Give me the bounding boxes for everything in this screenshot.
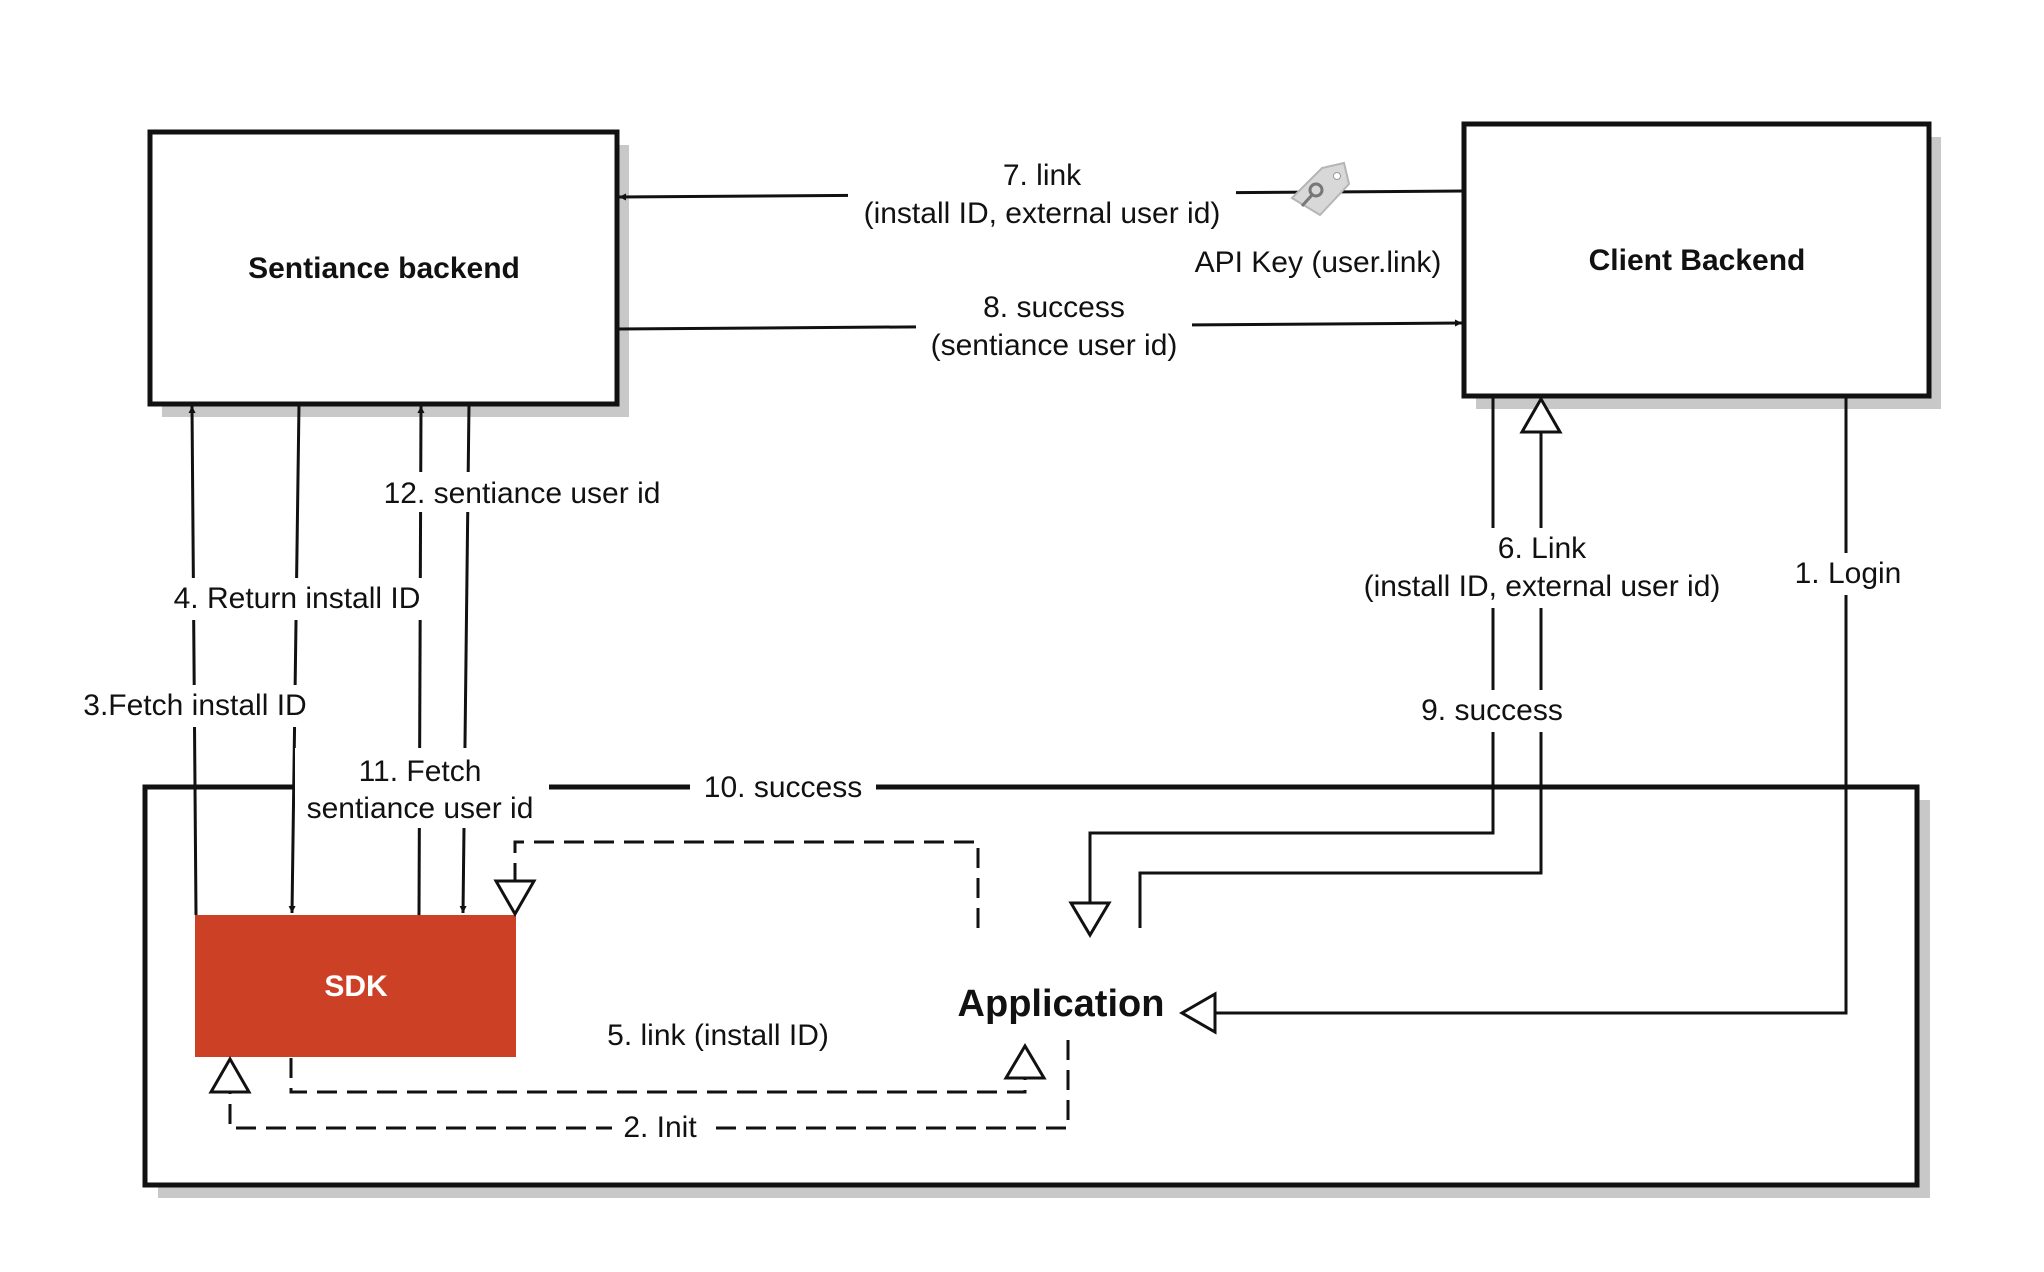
edge-7-label-line2: (install ID, external user id): [864, 197, 1221, 230]
edge-1-login: [1215, 396, 1848, 1015]
application-label: Application: [958, 983, 1165, 1025]
edge-8-label-line2: (sentiance user id): [931, 329, 1178, 362]
client-backend-box[interactable]: Client Backend: [1461, 121, 1941, 409]
edge-6-link: [1138, 432, 1543, 928]
sdk-box[interactable]: SDK: [195, 915, 516, 1057]
sentiance-backend-label: Sentiance backend: [248, 252, 520, 285]
api-key-label: API Key (user.link): [1195, 246, 1442, 279]
hollow-arrow-app-5: [1003, 1043, 1047, 1080]
edge-1-label: 1. Login: [1795, 557, 1902, 590]
edge-9-success: [1088, 396, 1495, 903]
edge-11-label-line2: sentiance user id: [307, 792, 534, 825]
edge-5-link-install-id: [289, 1058, 1027, 1094]
hollow-arrow-sdk-top: [493, 879, 537, 918]
edge-5-label: 5. link (install ID): [607, 1019, 829, 1052]
edge-3-label: 3.Fetch install ID: [83, 689, 306, 722]
edge-7-label-line1: 7. link: [1003, 159, 1082, 192]
application-container: [142, 784, 1930, 1198]
edge-9-label: 9. success: [1421, 694, 1563, 727]
sentiance-backend-box[interactable]: Sentiance backend: [147, 129, 629, 417]
edge-2-init: [228, 1040, 1070, 1130]
edge-8-label-line1: 8. success: [983, 291, 1125, 324]
edge-2-label: 2. Init: [623, 1111, 697, 1144]
edge-6-label-line1: 6. Link: [1498, 532, 1587, 565]
edge-4-label: 4. Return install ID: [174, 582, 421, 615]
sdk-label: SDK: [324, 970, 388, 1003]
edge-10-label: 10. success: [704, 771, 862, 804]
edge-11-label-line1: 11. Fetch: [359, 755, 482, 788]
edge-3-fetch-install-id: [188, 405, 198, 916]
edge-dashed-app-to-sdk: [513, 840, 980, 928]
hollow-arrow-sdk-bottom: [208, 1055, 252, 1094]
edge-4-return-install-id: [288, 403, 301, 914]
hollow-arrow-app-1: [1178, 991, 1217, 1035]
client-backend-label: Client Backend: [1589, 244, 1806, 277]
key-tag-icon: [1290, 161, 1351, 217]
edge-12-label: 12. sentiance user id: [384, 477, 661, 510]
hollow-arrow-client-6: [1519, 395, 1563, 434]
edge-6-label-line2: (install ID, external user id): [1364, 570, 1721, 603]
hollow-arrow-app-9: [1068, 901, 1112, 938]
